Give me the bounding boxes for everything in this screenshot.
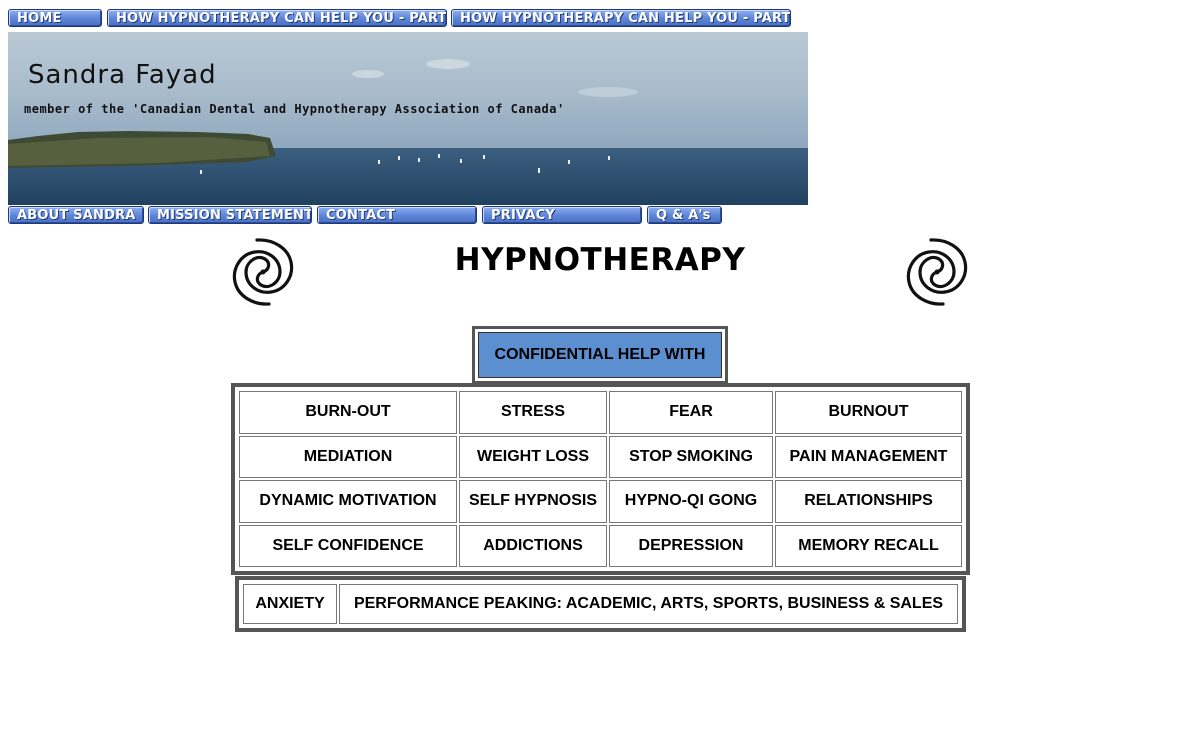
help-topic-cell: MEDIATION [239,435,457,478]
spiral-icon [232,238,294,306]
spiral-icon [906,238,968,306]
nav-qa-button[interactable]: Q & A's [647,206,722,224]
table-row: BURN-OUT STRESS FEAR BURNOUT [239,391,962,434]
nav-home-button[interactable]: HOME [8,9,102,27]
nav-privacy-button[interactable]: PRIVACY [482,206,642,224]
help-topic-cell: WEIGHT LOSS [459,435,607,478]
help-topic-cell: SELF HYPNOSIS [459,480,607,523]
nav-contact-button[interactable]: CONTACT [317,206,477,224]
help-topic-cell: HYPNO-QI GONG [609,480,773,523]
help-topic-cell: PAIN MANAGEMENT [775,435,962,478]
seascape-image [8,32,808,205]
help-topic-cell: PERFORMANCE PEAKING: ACADEMIC, ARTS, SPO… [339,584,958,624]
additional-topics-row: ANXIETY PERFORMANCE PEAKING: ACADEMIC, A… [235,576,966,632]
nav-how-hypnotherapy-part2-button[interactable]: HOW HYPNOTHERAPY CAN HELP YOU - PART 2 [451,9,791,27]
help-topic-cell: BURN-OUT [239,391,457,434]
help-topic-cell: STOP SMOKING [609,435,773,478]
table-row: MEDIATION WEIGHT LOSS STOP SMOKING PAIN … [239,435,962,478]
help-topic-cell: DEPRESSION [609,524,773,567]
nav-about-sandra-button[interactable]: ABOUT SANDRA [8,206,144,224]
site-owner-name: Sandra Fayad [28,60,217,90]
table-row: ANXIETY PERFORMANCE PEAKING: ACADEMIC, A… [243,584,958,624]
help-topics-grid: BURN-OUT STRESS FEAR BURNOUT MEDIATION W… [231,383,970,575]
table-row: DYNAMIC MOTIVATION SELF HYPNOSIS HYPNO-Q… [239,480,962,523]
nav-how-hypnotherapy-part1-button[interactable]: HOW HYPNOTHERAPY CAN HELP YOU - PART 1 [107,9,447,27]
confidential-help-label: CONFIDENTIAL HELP WITH [478,332,722,378]
help-topic-cell: DYNAMIC MOTIVATION [239,480,457,523]
help-topic-cell: BURNOUT [775,391,962,434]
table-row: SELF CONFIDENCE ADDICTIONS DEPRESSION ME… [239,524,962,567]
help-topic-cell: ADDICTIONS [459,524,607,567]
help-topic-cell: MEMORY RECALL [775,524,962,567]
confidential-help-box: CONFIDENTIAL HELP WITH [472,326,728,384]
help-topic-cell: ANXIETY [243,584,337,624]
help-topic-cell: STRESS [459,391,607,434]
help-topic-cell: RELATIONSHIPS [775,480,962,523]
help-topic-cell: FEAR [609,391,773,434]
page-title: HYPNOTHERAPY [454,242,746,278]
header-banner: Sandra Fayad member of the 'Canadian Den… [8,32,808,205]
help-topic-cell: SELF CONFIDENCE [239,524,457,567]
association-subtitle: member of the 'Canadian Dental and Hypno… [24,102,565,116]
nav-mission-statement-button[interactable]: MISSION STATEMENT [148,206,312,224]
